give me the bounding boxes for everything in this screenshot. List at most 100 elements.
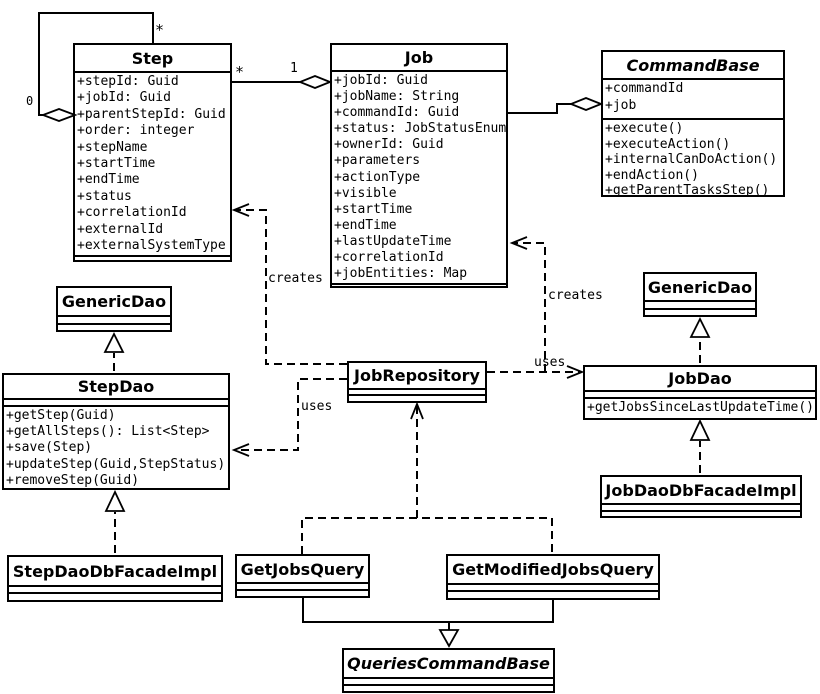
class-getmodifiedjobsquery: GetModifiedJobsQuery — [446, 554, 660, 600]
attributes-compartment — [9, 585, 221, 592]
member: +visible — [334, 185, 397, 201]
member: +execute() — [605, 121, 684, 136]
methods-compartment — [448, 590, 658, 598]
methods-compartment — [9, 592, 221, 600]
arrowhead-into-jobdao — [566, 365, 585, 379]
methods-compartment — [237, 589, 368, 596]
attributes-compartment: +commandId+job — [603, 78, 783, 118]
class-step: Step +stepId: Guid+jobId: Guid+parentSte… — [73, 43, 232, 262]
member: +getParentTasksStep() — [605, 183, 770, 195]
methods-compartment: +execute()+executeAction()+internalCanDo… — [603, 118, 783, 195]
member: +externalId — [77, 221, 164, 237]
class-title: GetModifiedJobsQuery — [452, 560, 654, 579]
member: +endTime — [334, 217, 397, 233]
class-stepdaodbfacadeimpl: StepDaoDbFacadeImpl — [7, 555, 223, 602]
class-stepdao: StepDao +getStep(Guid)+getAllSteps(): Li… — [2, 373, 230, 490]
methods-compartment: +getJobsSinceLastUpdateTime() — [585, 397, 815, 418]
member: +parentStepId: Guid — [77, 106, 226, 122]
class-genericdao-left: GenericDao — [56, 286, 172, 332]
member: +status — [77, 188, 132, 204]
member: +order: integer — [77, 123, 195, 139]
label-uses-jobdao: uses — [534, 355, 566, 370]
class-title: GenericDao — [647, 277, 753, 297]
attributes-compartment — [4, 398, 228, 405]
class-title: QueriesCommandBase — [347, 654, 550, 673]
methods-compartment — [58, 323, 170, 330]
attributes-compartment: +jobId: Guid+jobName: String+commandId: … — [332, 70, 506, 283]
edge-step-job-aggregation — [232, 75, 333, 89]
class-getjobsquery: GetJobsQuery — [235, 554, 370, 598]
attributes-compartment — [602, 503, 800, 510]
member: +getJobsSinceLastUpdateTime() — [587, 400, 814, 415]
class-title: Step — [131, 48, 174, 68]
class-queriescommandbase: QueriesCommandBase — [342, 648, 555, 693]
triangle-jobdao — [689, 418, 711, 441]
label-creates-step: creates — [268, 271, 323, 286]
methods-compartment — [349, 394, 485, 401]
methods-compartment — [602, 510, 800, 516]
member: +removeStep(Guid) — [6, 472, 140, 488]
member: +jobName: String — [334, 89, 460, 105]
member: +internalCanDoAction() — [605, 152, 778, 168]
attributes-compartment — [58, 315, 170, 323]
class-title: GenericDao — [61, 292, 167, 311]
edge-jobrepository-uses-stepdao — [234, 378, 347, 451]
member: +commandId — [605, 81, 684, 96]
member: +executeAction() — [605, 136, 731, 152]
member: +endAction() — [605, 167, 699, 183]
class-title: JobDaoDbFacadeImpl — [605, 480, 797, 500]
member: +ownerId: Guid — [334, 137, 444, 153]
class-title: StepDaoDbFacadeImpl — [12, 561, 218, 581]
attributes-compartment: +stepId: Guid+jobId: Guid+parentStepId: … — [75, 71, 230, 255]
edge-job-commandbase-aggregation — [508, 97, 604, 114]
member: +correlationId — [334, 250, 444, 266]
member: +getStep(Guid) — [6, 408, 116, 423]
methods-compartment — [645, 308, 755, 315]
attributes-compartment — [349, 388, 485, 394]
edge-queries-trunk — [301, 517, 553, 554]
member: +lastUpdateTime — [334, 233, 452, 249]
member: +endTime — [77, 172, 140, 188]
arrowhead-into-job — [509, 236, 528, 250]
member: +jobId: Guid — [77, 90, 171, 106]
member: +startTime — [77, 156, 156, 172]
arrowhead-into-step — [231, 203, 250, 217]
class-genericdao-right: GenericDao — [643, 272, 757, 317]
attributes-compartment — [344, 677, 553, 684]
label-creates-job: creates — [548, 288, 603, 303]
attributes-compartment — [645, 300, 755, 308]
class-title: CommandBase — [626, 55, 760, 75]
member: +status: JobStatusEnum — [334, 121, 506, 137]
label-uses-stepdao: uses — [301, 399, 333, 414]
class-jobrepository: JobRepository — [347, 361, 487, 403]
arrowhead-into-jobrepository — [410, 401, 424, 420]
member: +stepName — [77, 139, 148, 155]
arrowhead-into-stepdao — [231, 443, 250, 457]
member: +job — [605, 97, 637, 113]
member: +startTime — [334, 201, 413, 217]
methods-compartment: +getStep(Guid)+getAllSteps(): List<Step>… — [4, 405, 228, 488]
multiplicity-step-self-star: * — [155, 21, 165, 39]
triangle-stepdao — [104, 489, 126, 512]
multiplicity-step-self-zero: 0 — [26, 94, 34, 108]
member: +save(Step) — [6, 440, 93, 456]
edge-queries-generalization — [302, 597, 554, 648]
class-title: JobDao — [668, 369, 732, 388]
class-title: Job — [404, 48, 434, 67]
class-title: StepDao — [77, 377, 155, 396]
multiplicity-step-end: * — [235, 63, 245, 81]
methods-compartment — [75, 255, 230, 260]
member: +stepId: Guid — [77, 74, 179, 89]
class-title: JobRepository — [354, 366, 480, 385]
member: +actionType — [334, 169, 421, 185]
class-job: Job +jobId: Guid+jobName: String+command… — [330, 43, 508, 288]
member: +jobId: Guid — [334, 73, 428, 88]
member: +parameters — [334, 153, 421, 169]
attributes-compartment — [237, 582, 368, 589]
class-title: GetJobsQuery — [240, 559, 365, 579]
methods-compartment — [344, 684, 553, 691]
member: +correlationId — [77, 205, 187, 221]
class-commandbase: CommandBase +commandId+job +execute()+ex… — [601, 50, 785, 197]
member: +getAllSteps(): List<Step> — [6, 424, 210, 440]
methods-compartment — [332, 283, 506, 286]
